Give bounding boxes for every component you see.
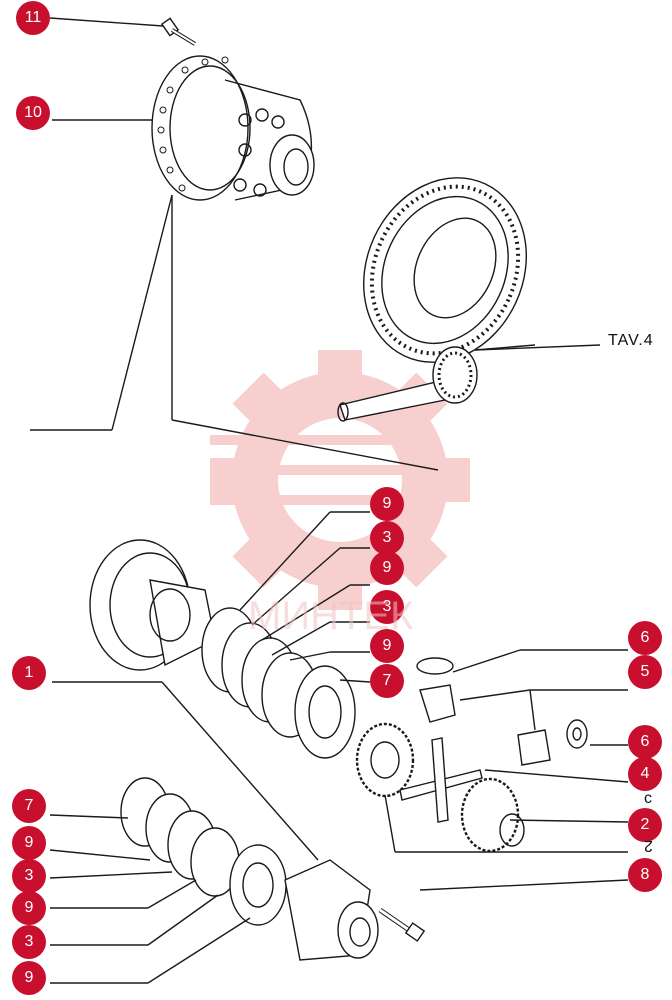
callout-9-d: 9 [12, 826, 46, 860]
callout-7-b: 7 [12, 789, 46, 823]
callout-7-a: 7 [370, 664, 404, 698]
bolt-part [160, 17, 197, 46]
watermark-text: МИНТЕК [248, 594, 414, 638]
callout-5: 5 [628, 655, 662, 689]
callout-6-b: 6 [628, 725, 662, 759]
long-bolt-part [378, 907, 426, 942]
callout-3-c: 3 [12, 859, 46, 893]
callout-11: 11 [16, 1, 50, 35]
callout-10: 10 [16, 96, 50, 130]
callout-9-c: 9 [370, 629, 404, 663]
housing-half-right-part [284, 859, 379, 961]
housing-half-left-part [89, 539, 216, 671]
callout-1: 1 [12, 656, 46, 690]
callout-6-a: 6 [628, 621, 662, 655]
callout-8: 8 [628, 858, 662, 892]
friction-disc-stack-lower [120, 777, 287, 926]
callout-2: 2 [628, 808, 662, 842]
callout-9-b: 9 [370, 551, 404, 585]
callout-3-a: 3 [370, 521, 404, 555]
side-mark-2: 2 [644, 837, 653, 854]
pinion-shaft-part [337, 346, 478, 422]
callout-9-a: 9 [370, 487, 404, 521]
callout-3-b: 3 [370, 590, 404, 624]
callout-4: 4 [628, 757, 662, 791]
differential-housing-part [151, 55, 315, 201]
side-gear-part [355, 722, 415, 798]
planet-pinion-part [416, 657, 588, 766]
callout-9-e: 9 [12, 891, 46, 925]
side-mark-c: c [644, 790, 652, 807]
ring-gear-part [363, 177, 527, 363]
spider-cross-part [399, 737, 483, 823]
callout-9-f: 9 [12, 961, 46, 995]
side-gear-right-part [460, 777, 525, 853]
callout-3-d: 3 [12, 925, 46, 959]
friction-disc-stack-upper [201, 607, 356, 759]
reference-label: TAV.4 [608, 332, 654, 349]
